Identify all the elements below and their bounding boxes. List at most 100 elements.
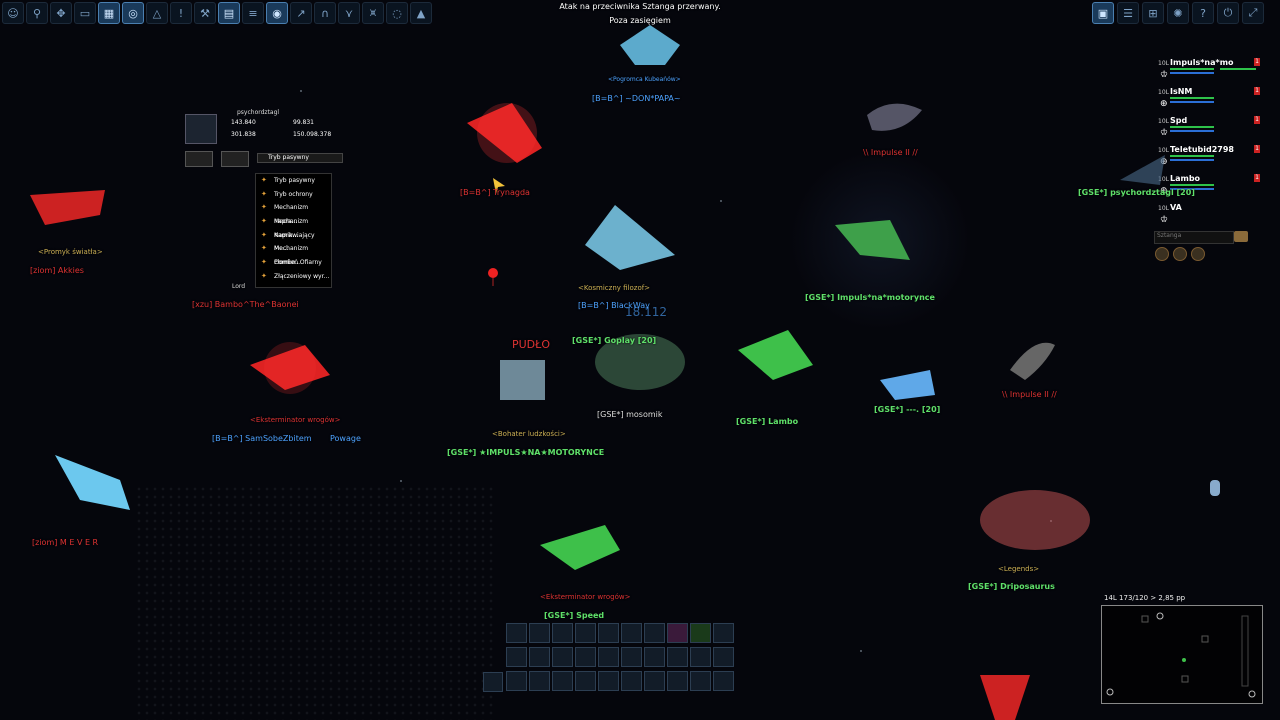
- ability-slot[interactable]: [529, 671, 550, 691]
- ability-slot[interactable]: [713, 671, 734, 691]
- loot-marker[interactable]: [487, 267, 499, 287]
- bird-icon[interactable]: ⋎: [338, 2, 360, 24]
- user-icon[interactable]: ☺: [2, 2, 24, 24]
- group-member[interactable]: 10L Lambo ⊕ 1: [1150, 174, 1265, 203]
- ship-name[interactable]: [B=B^] Trynagda: [460, 188, 530, 197]
- group-member[interactable]: 10L IsNM ⊕ 1: [1150, 87, 1265, 116]
- target-avatar[interactable]: [185, 114, 217, 144]
- help-icon[interactable]: ?: [1192, 2, 1214, 24]
- ammo-slot[interactable]: [506, 623, 527, 643]
- ship-name[interactable]: [GSE*] ★IMPULS★NA★MOTORYNCE: [447, 448, 605, 457]
- rocket-slot[interactable]: [690, 647, 711, 667]
- ship-name[interactable]: [GSE*] Speed: [544, 611, 605, 620]
- rocket-slot[interactable]: [667, 647, 688, 667]
- ship-name[interactable]: [GSE*] psychordztagl [20]: [1078, 188, 1195, 197]
- ship-sprite[interactable]: [490, 355, 555, 405]
- ship-name[interactable]: [GSE*] Lambo: [736, 417, 799, 426]
- fleet-icon[interactable]: ⩙: [362, 2, 384, 24]
- mode-option[interactable]: Tryb pasywny: [256, 174, 331, 188]
- mode-option[interactable]: Mechanizm Combo...: [256, 242, 331, 266]
- action-bar-toggle[interactable]: [483, 672, 503, 692]
- group-info-icon[interactable]: [1191, 247, 1205, 261]
- ship-name[interactable]: \\ Impulse II //: [863, 148, 918, 157]
- group-member[interactable]: 10L Spd ♔ 1: [1150, 116, 1265, 145]
- group-member[interactable]: 10L VA ♔: [1150, 203, 1265, 232]
- rocket-icon[interactable]: ⚲: [26, 2, 48, 24]
- wrench-icon[interactable]: ⚒: [194, 2, 216, 24]
- ship-name[interactable]: [ziom] M E V E R: [32, 538, 99, 547]
- ammo-slot[interactable]: [713, 623, 734, 643]
- triangle-icon[interactable]: ▲: [410, 2, 432, 24]
- enemy-ship-sprite[interactable]: [862, 95, 927, 140]
- mode-option[interactable]: Złączeniowy wyr...: [256, 270, 331, 284]
- enemy-ship-sprite[interactable]: [462, 98, 547, 168]
- ship-name[interactable]: [B=B^] BlackWay: [578, 301, 650, 310]
- ally-ship-sprite[interactable]: [733, 320, 818, 385]
- shop-icon[interactable]: ⊞: [1142, 2, 1164, 24]
- mode-option[interactable]: Mechanizm Kamik...: [256, 215, 331, 239]
- ship-name[interactable]: [GSE*] Driposaurus: [968, 582, 1055, 591]
- minimap[interactable]: [1101, 605, 1263, 704]
- ship-name[interactable]: \\ Impulse II //: [1002, 390, 1057, 399]
- skill-icon[interactable]: ✥: [50, 2, 72, 24]
- ship-name[interactable]: [ziom] Akkies: [30, 266, 84, 275]
- chat-icon[interactable]: ▣: [1092, 2, 1114, 24]
- target-action-button[interactable]: [185, 151, 213, 167]
- enemy-ship-sprite[interactable]: [1005, 335, 1060, 385]
- eye-icon[interactable]: ◌: [386, 2, 408, 24]
- ship-name[interactable]: [GSE*] mosomik: [597, 410, 663, 419]
- ammo-slot[interactable]: [529, 623, 550, 643]
- rocket-slot[interactable]: [644, 647, 665, 667]
- fullscreen-icon[interactable]: ⤢: [1242, 2, 1264, 24]
- ammo-slot[interactable]: [575, 623, 596, 643]
- mode-option[interactable]: Mechanizm napra...: [256, 201, 331, 225]
- rocket-slot[interactable]: [598, 647, 619, 667]
- ship-sprite[interactable]: [590, 330, 690, 395]
- ship-sprite[interactable]: [975, 480, 1095, 560]
- ammo-slot[interactable]: [598, 623, 619, 643]
- ammo-slot[interactable]: [552, 623, 573, 643]
- chart-icon[interactable]: ↗: [290, 2, 312, 24]
- mode-select[interactable]: Tryb pasywny: [257, 153, 343, 163]
- mode-option[interactable]: Tryb ochrony: [256, 188, 331, 202]
- group-member[interactable]: 10L Impuls*na*mo ♔ 1: [1150, 58, 1265, 87]
- ability-slot[interactable]: [644, 671, 665, 691]
- ship-sprite[interactable]: [575, 200, 680, 275]
- map-icon[interactable]: ▤: [218, 2, 240, 24]
- ammo-slot[interactable]: [644, 623, 665, 643]
- ally-ship-sprite[interactable]: [535, 520, 625, 575]
- power-icon[interactable]: ⏻: [1217, 2, 1239, 24]
- ammo-slot[interactable]: [690, 623, 711, 643]
- ability-slot[interactable]: [506, 671, 527, 691]
- enemy-ship-sprite[interactable]: [245, 340, 335, 395]
- ability-slot[interactable]: [552, 671, 573, 691]
- rocket-slot[interactable]: [506, 647, 527, 667]
- group-invite-input[interactable]: Sztanga: [1154, 231, 1234, 244]
- enemy-ship-sprite[interactable]: [975, 665, 1035, 720]
- enemy-ship-sprite[interactable]: [25, 180, 110, 230]
- rocket-slot[interactable]: [575, 647, 596, 667]
- hangar-icon[interactable]: ▦: [98, 2, 120, 24]
- ship-icon[interactable]: ▭: [74, 2, 96, 24]
- target-icon[interactable]: ◎: [122, 2, 144, 24]
- ship-sprite[interactable]: [875, 360, 940, 405]
- ship-name[interactable]: [B=B^] ~DON*PAPA~: [592, 94, 681, 103]
- globe-icon[interactable]: ◉: [266, 2, 288, 24]
- drone-sprite[interactable]: [1208, 478, 1222, 498]
- ally-ship-sprite[interactable]: [830, 205, 915, 270]
- group-settings-icon[interactable]: [1173, 247, 1187, 261]
- ammo-slot[interactable]: [621, 623, 642, 643]
- ship-name[interactable]: [GSE*] ---. [20]: [874, 405, 941, 414]
- leave-group-icon[interactable]: [1155, 247, 1169, 261]
- mode-option[interactable]: Naprawiający Me...: [256, 229, 331, 253]
- ability-slot[interactable]: [575, 671, 596, 691]
- ship-name[interactable]: Powage: [330, 434, 361, 443]
- rocket-slot[interactable]: [713, 647, 734, 667]
- ship-name[interactable]: Lord: [232, 283, 246, 290]
- invite-button[interactable]: [1234, 231, 1248, 242]
- ship-name[interactable]: [GSE*] Goplay [20]: [572, 336, 657, 345]
- ship-sprite[interactable]: [615, 15, 685, 70]
- ability-slot[interactable]: [598, 671, 619, 691]
- ship-sprite[interactable]: [1115, 150, 1170, 190]
- quest-icon[interactable]: ☰: [1117, 2, 1139, 24]
